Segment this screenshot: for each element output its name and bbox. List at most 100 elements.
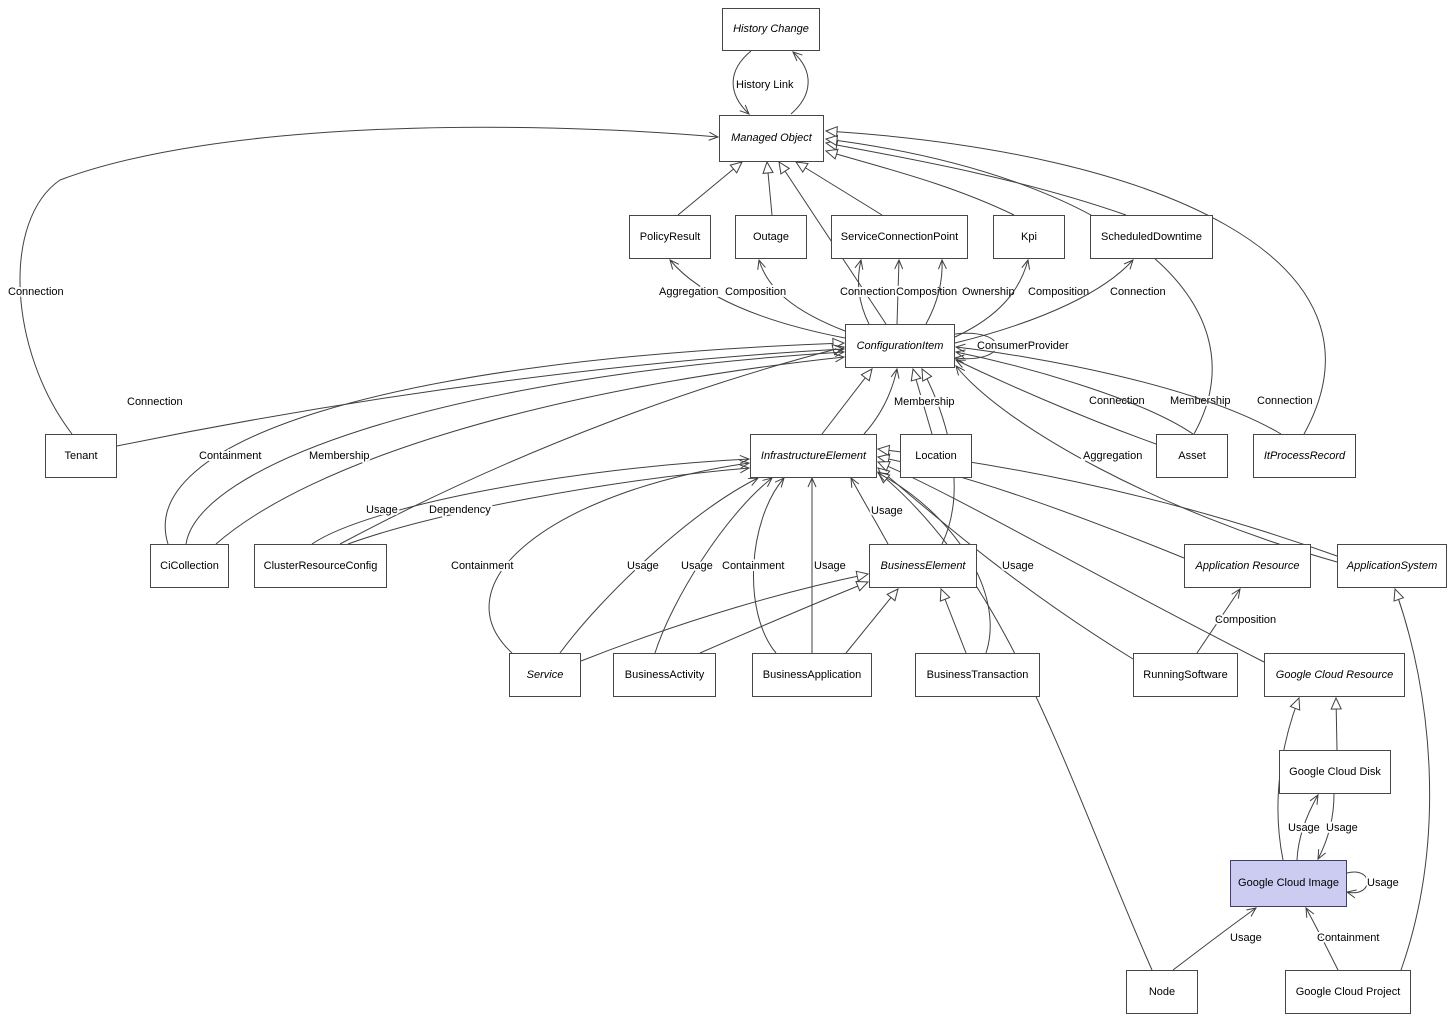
edge-application-system-configuration-item (955, 365, 1338, 563)
edge-service-infrastructure-element (488, 459, 751, 654)
edge-configuration-item-configuration-item (953, 332, 997, 364)
node-tenant[interactable]: Tenant (45, 434, 117, 478)
edge-asset-configuration-item (954, 359, 1157, 445)
edge-configuration-item-service-connection-point (894, 258, 904, 325)
edge-label-connection: Connection (1257, 395, 1313, 407)
edge-outage-managed-object (762, 160, 774, 216)
edge-kpi-managed-object (824, 148, 1015, 216)
node-asset[interactable]: Asset (1156, 434, 1228, 478)
node-business-element[interactable]: BusinessElement (869, 544, 977, 588)
edge-business-application-infrastructure-element (753, 477, 785, 654)
edge-tenant-configuration-item (116, 345, 846, 447)
node-kpi[interactable]: Kpi (993, 215, 1065, 259)
edge-configuration-item-outage (757, 258, 846, 332)
edge-label-connection: Connection (8, 286, 64, 298)
node-application-resource[interactable]: Application Resource (1184, 544, 1311, 588)
edge-history-change-managed-object (732, 50, 752, 115)
edge-ci-collection-configuration-item (164, 337, 846, 545)
node-managed-object[interactable]: Managed Object (719, 115, 824, 162)
node-policy-result[interactable]: PolicyResult (629, 215, 711, 259)
node-infrastructure-element[interactable]: InfrastructureElement (750, 434, 877, 478)
node-business-activity[interactable]: BusinessActivity (613, 653, 716, 697)
edge-configuration-item-service-connection-point (854, 258, 870, 325)
edge-label-usage: Usage (871, 505, 903, 517)
node-location[interactable]: Location (900, 434, 972, 478)
edge-cluster-resource-config-infrastructure-element (311, 454, 751, 545)
edge-business-application-business-element (845, 588, 899, 654)
edge-node-google-cloud-image (1172, 907, 1258, 971)
node-it-process-record[interactable]: ItProcessRecord (1253, 434, 1356, 478)
edge-service-infrastructure-element (559, 477, 760, 654)
edge-google-cloud-image-google-cloud-disk (1296, 793, 1319, 861)
edge-it-process-record-configuration-item (954, 343, 1282, 435)
edge-business-element-infrastructure-element (850, 476, 889, 545)
edge-google-cloud-image-google-cloud-image (1345, 871, 1368, 899)
edge-business-activity-business-element (699, 580, 870, 654)
node-configuration-item[interactable]: ConfigurationItem (845, 324, 955, 368)
edge-label-containment: Containment (199, 450, 261, 462)
edge-asset-configuration-item (954, 349, 1194, 435)
edge-label-usage: Usage (1326, 822, 1358, 834)
edge-label-usage: Usage (366, 504, 398, 516)
edge-configuration-item-policy-result (669, 259, 846, 339)
edge-label-connection: Connection (840, 286, 896, 298)
edge-label-usage: Usage (1288, 822, 1320, 834)
edge-label-composition: Composition (725, 286, 786, 298)
edge-label-ownership: Ownership (962, 286, 1015, 298)
node-google-cloud-project[interactable]: Google Cloud Project (1285, 970, 1411, 1014)
node-history-change[interactable]: History Change (722, 8, 820, 51)
node-service-connection-point[interactable]: ServiceConnectionPoint (831, 215, 968, 259)
edge-label-usage: Usage (1367, 877, 1399, 889)
edge-label-containment: Containment (722, 560, 784, 572)
node-scheduled-downtime[interactable]: ScheduledDowntime (1090, 215, 1213, 259)
edge-infrastructure-element-configuration-item (821, 368, 873, 435)
edge-label-connection: Connection (127, 396, 183, 408)
node-cluster-resource-config[interactable]: ClusterResourceConfig (254, 544, 387, 588)
edge-label-connection: Connection (1110, 286, 1166, 298)
edge-policy-result-managed-object (677, 161, 743, 216)
edge-running-software-application-resource (1196, 587, 1241, 654)
edge-service-business-element (580, 570, 870, 662)
edge-label-composition: Composition (896, 286, 957, 298)
edge-business-transaction-business-element (939, 587, 967, 654)
edge-label-membership: Membership (894, 396, 955, 408)
node-ci-collection[interactable]: CiCollection (150, 544, 229, 588)
edge-google-cloud-project-google-cloud-image (1305, 906, 1339, 971)
edge-label-membership: Membership (1170, 395, 1231, 407)
edge-location-configuration-item (910, 367, 933, 435)
node-business-transaction[interactable]: BusinessTransaction (915, 653, 1040, 697)
edge-configuration-item-kpi (954, 258, 1031, 338)
node-application-system[interactable]: ApplicationSystem (1337, 544, 1447, 588)
edge-configuration-item-service-connection-point (925, 258, 947, 325)
edge-label-containment: Containment (1317, 932, 1379, 944)
edge-ci-collection-configuration-item (185, 348, 846, 545)
edge-scheduled-downtime-managed-object (824, 139, 1127, 216)
edge-label-dependency: Dependency (429, 504, 491, 516)
node-node[interactable]: Node (1126, 970, 1198, 1014)
edge-google-cloud-disk-google-cloud-image (1317, 793, 1335, 861)
edge-it-process-record-managed-object (824, 125, 1326, 435)
edge-infrastructure-element-configuration-item (863, 367, 900, 435)
node-outage[interactable]: Outage (735, 215, 807, 259)
node-running-software[interactable]: RunningSoftware (1133, 653, 1238, 697)
node-google-cloud-image[interactable]: Google Cloud Image (1230, 860, 1347, 907)
edge-label-history-link: History Link (736, 79, 794, 91)
edge-label-containment: Containment (451, 560, 513, 572)
node-business-application[interactable]: BusinessApplication (752, 653, 872, 697)
edge-managed-object-history-change (790, 51, 809, 115)
edge-label-membership: Membership (309, 450, 370, 462)
edge-label-composition: Composition (1028, 286, 1089, 298)
node-google-cloud-resource[interactable]: Google Cloud Resource (1264, 653, 1405, 697)
edge-business-activity-infrastructure-element (654, 477, 773, 654)
edge-google-cloud-disk-google-cloud-resource (1330, 696, 1342, 751)
node-google-cloud-disk[interactable]: Google Cloud Disk (1279, 750, 1391, 794)
edge-label-usage: Usage (1230, 932, 1262, 944)
edge-label-composition: Composition (1215, 614, 1276, 626)
edge-label-consumerprovider: ConsumerProvider (977, 340, 1069, 352)
edge-service-connection-point-managed-object (794, 161, 883, 216)
edge-configuration-item-scheduled-downtime (954, 259, 1134, 344)
node-service[interactable]: Service (509, 653, 581, 697)
